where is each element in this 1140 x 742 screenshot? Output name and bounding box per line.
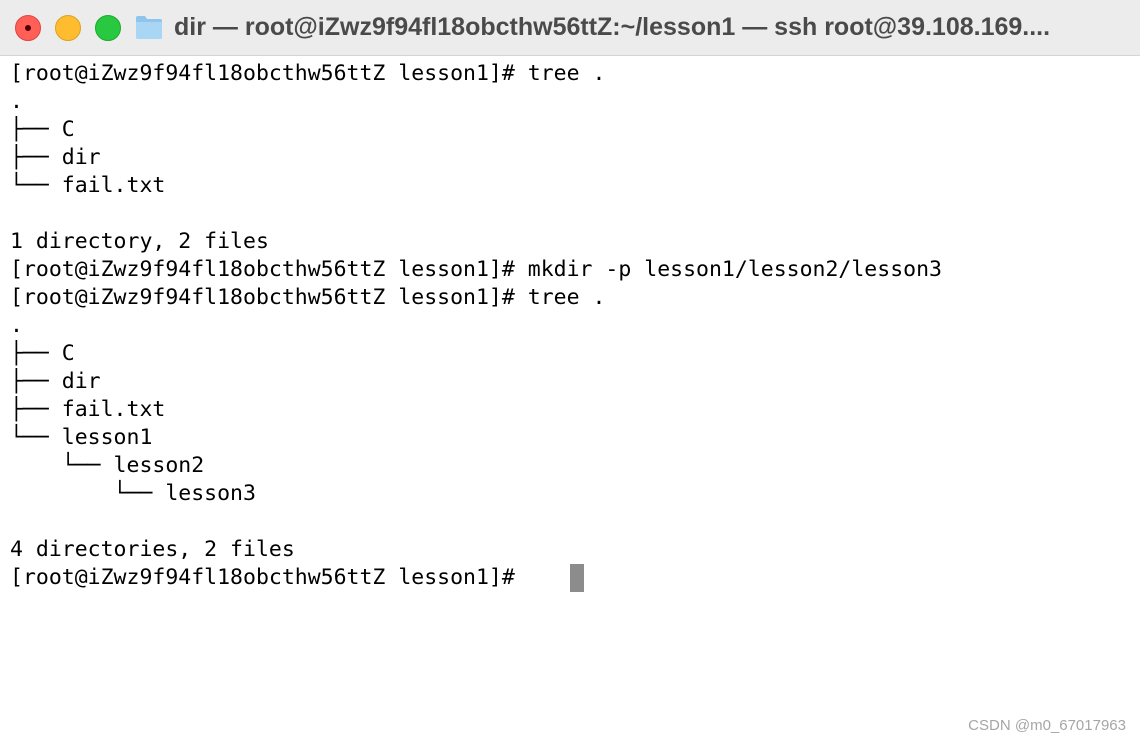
terminal-line: [root@iZwz9f94fl18obcthw56ttZ lesson1]# … xyxy=(10,285,606,310)
terminal-line: ├── C xyxy=(10,341,75,366)
terminal-line: ├── dir xyxy=(10,369,101,394)
terminal-line: 1 directory, 2 files xyxy=(10,229,269,254)
terminal-prompt: [root@iZwz9f94fl18obcthw56ttZ lesson1]# xyxy=(10,565,528,590)
folder-icon xyxy=(136,16,162,39)
terminal-line: ├── C xyxy=(10,117,75,142)
window-title: dir — root@iZwz9f94fl18obcthw56ttZ:~/les… xyxy=(174,13,1051,41)
terminal-line: [root@iZwz9f94fl18obcthw56ttZ lesson1]# … xyxy=(10,61,606,86)
terminal-line: . xyxy=(10,313,23,338)
maximize-button[interactable] xyxy=(95,15,121,41)
terminal-line: 4 directories, 2 files xyxy=(10,537,295,562)
terminal-line: └── lesson2 xyxy=(10,453,205,478)
close-button[interactable] xyxy=(15,15,41,41)
terminal-line: [root@iZwz9f94fl18obcthw56ttZ lesson1]# … xyxy=(10,257,942,282)
terminal-line: └── fail.txt xyxy=(10,173,166,198)
terminal-line: ├── dir xyxy=(10,145,101,170)
terminal-line: └── lesson3 xyxy=(10,481,256,506)
terminal-line: └── lesson1 xyxy=(10,425,153,450)
title-bar[interactable]: dir — root@iZwz9f94fl18obcthw56ttZ:~/les… xyxy=(0,0,1140,56)
terminal-line: . xyxy=(10,89,23,114)
terminal-line: ├── fail.txt xyxy=(10,397,166,422)
text-cursor[interactable] xyxy=(570,564,584,592)
watermark: CSDN @m0_67017963 xyxy=(968,717,1126,734)
terminal-output[interactable]: [root@iZwz9f94fl18obcthw56ttZ lesson1]# … xyxy=(0,56,1140,742)
minimize-button[interactable] xyxy=(55,15,81,41)
